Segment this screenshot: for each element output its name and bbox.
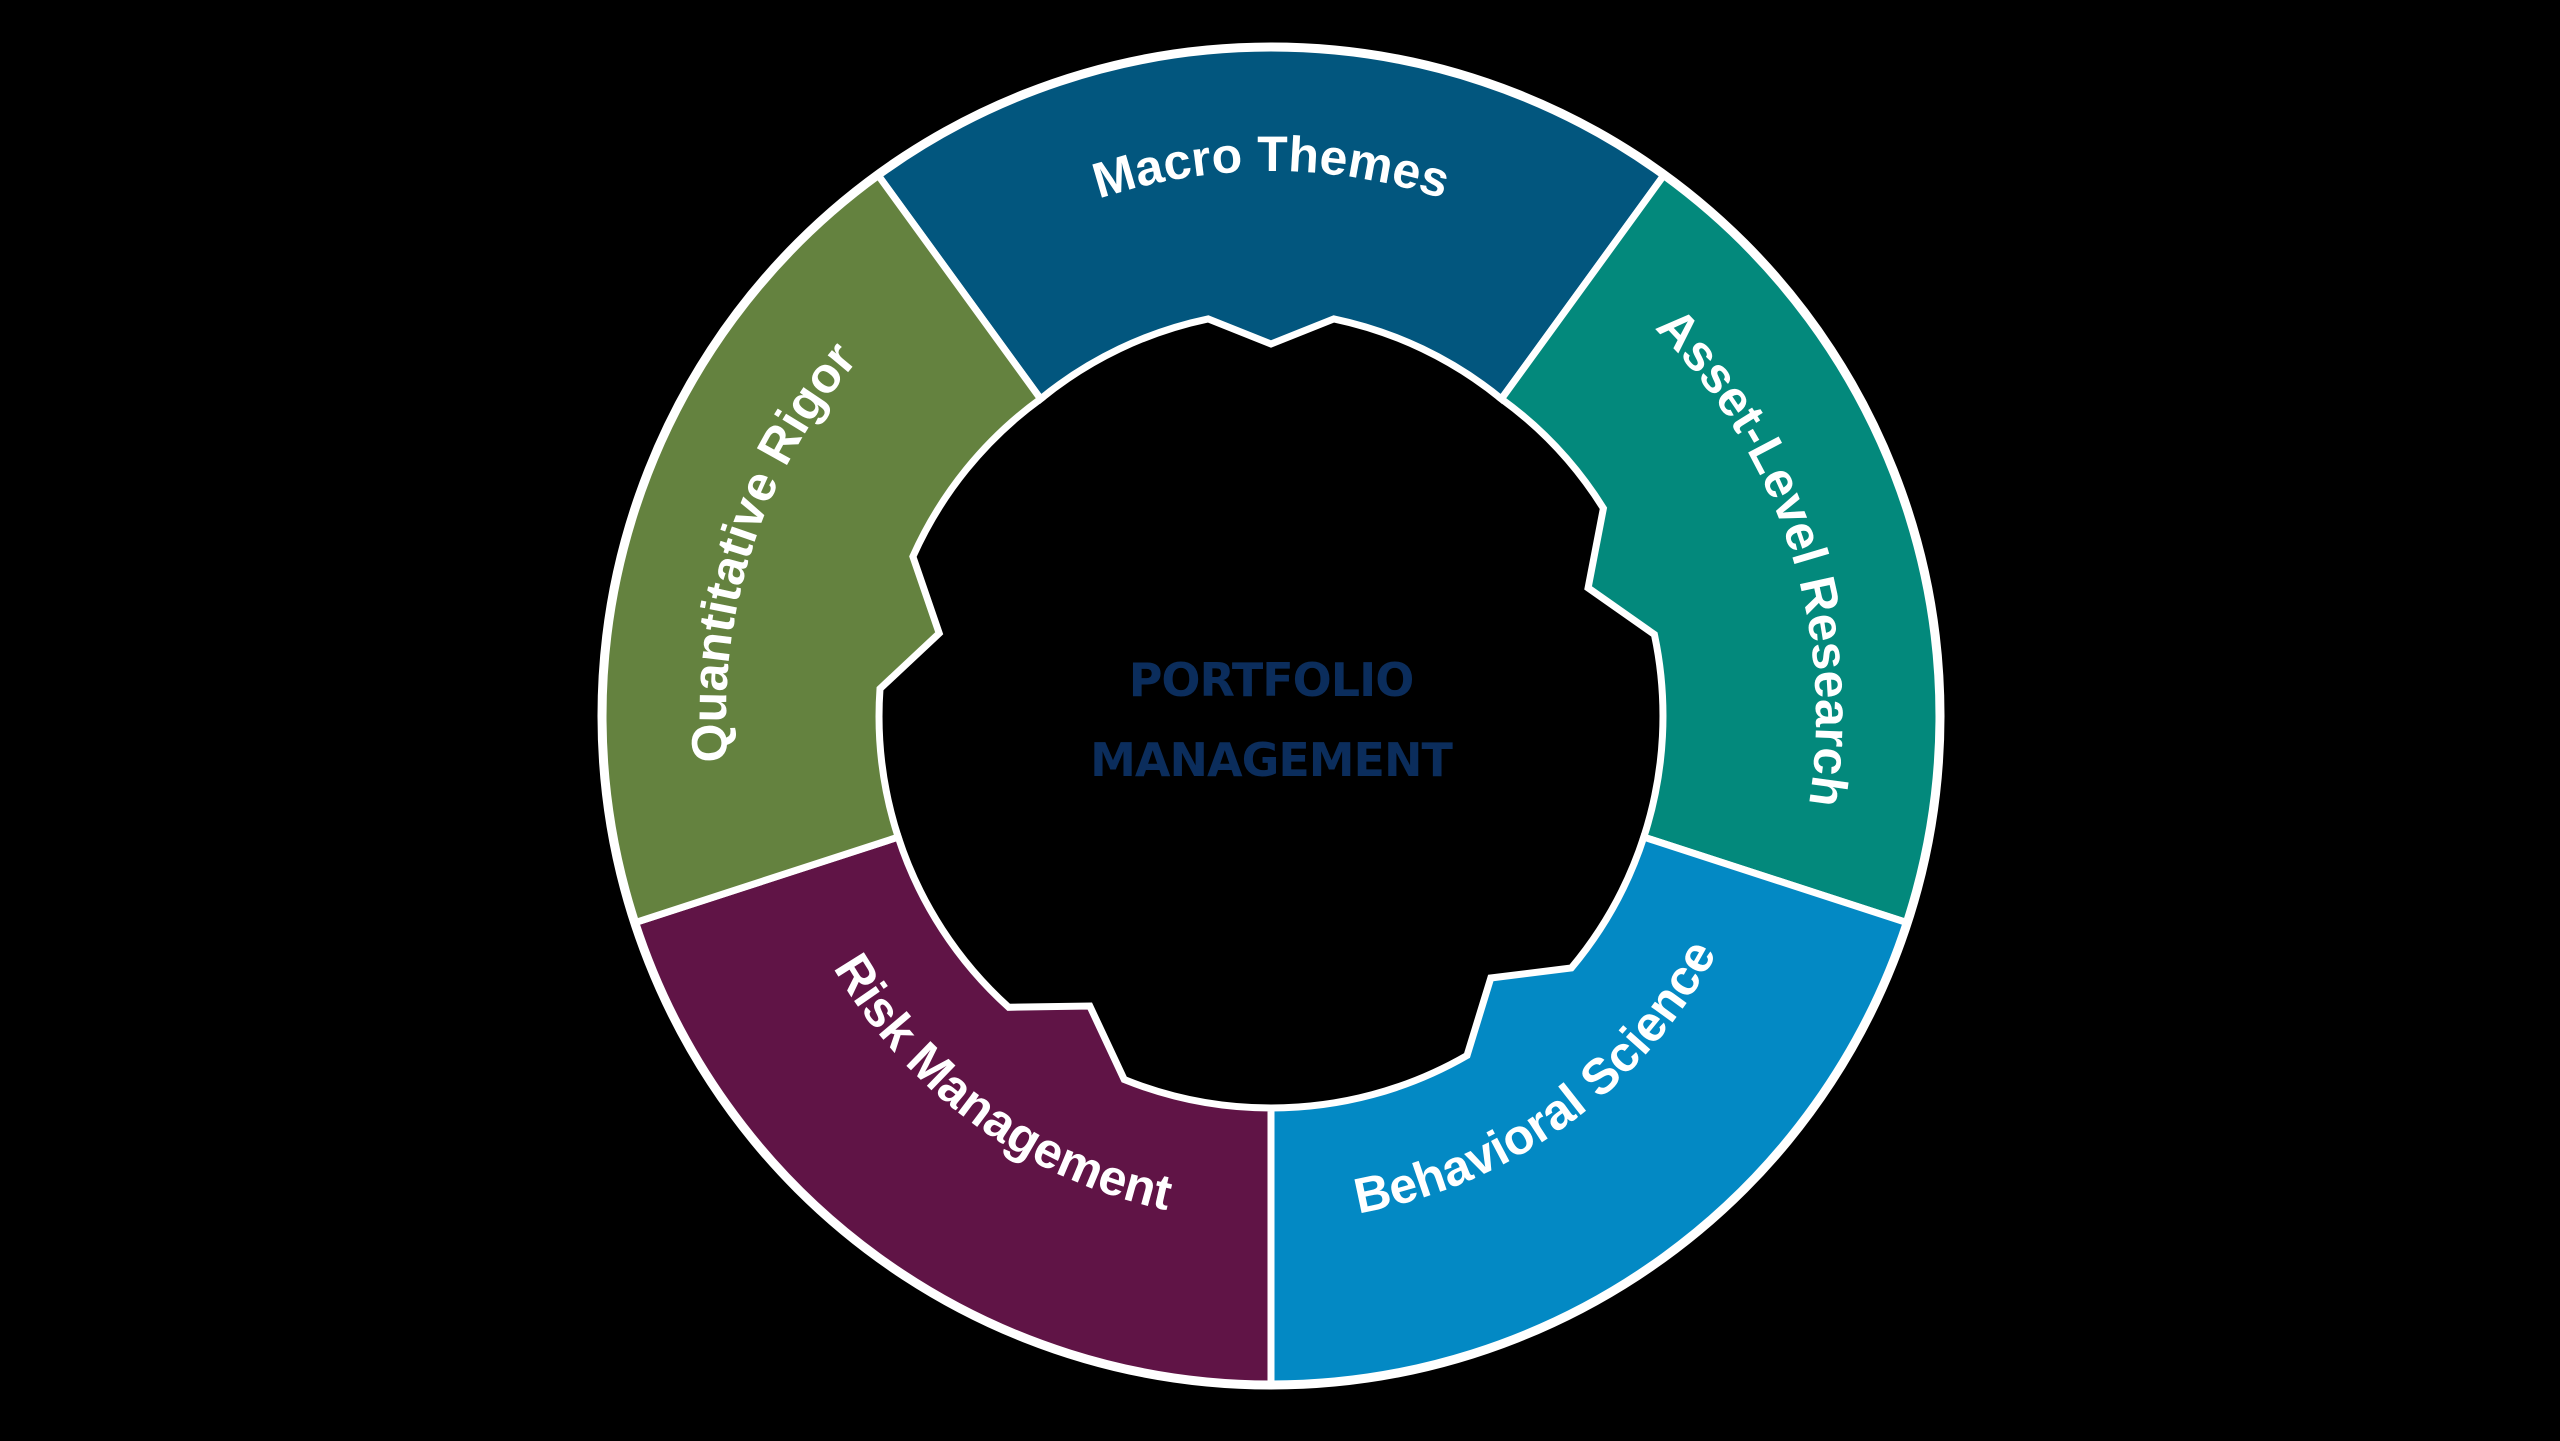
center-title-line1: PORTFOLIO (1128, 653, 1415, 707)
ring-segment-behavioral-science (1267, 832, 1911, 1388)
center-title-line2: MANAGEMENT (1090, 733, 1453, 787)
ring-segment-macro-themes (873, 44, 1669, 404)
center-title: PORTFOLIO MANAGEMENT (1071, 640, 1471, 800)
ring-segment-asset-level-research (1496, 170, 1943, 927)
ring-segment-risk-management (631, 832, 1275, 1388)
ring-outer-border (597, 42, 1945, 1390)
ring-segment-quantitative-rigor (599, 170, 1046, 927)
